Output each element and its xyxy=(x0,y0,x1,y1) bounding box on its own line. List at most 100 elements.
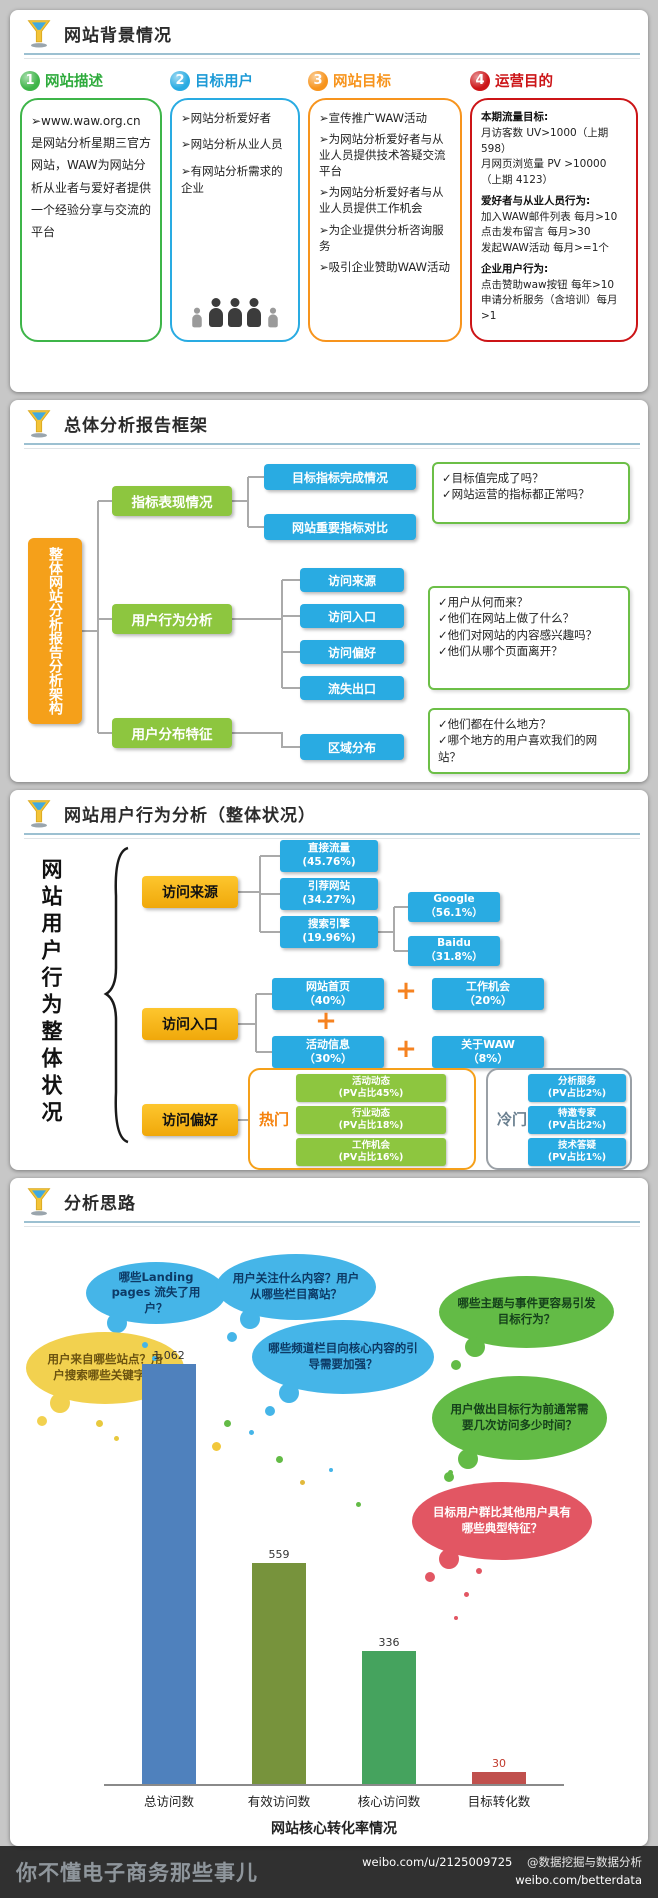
section-title: 分析思路 xyxy=(64,1193,136,1214)
pill-name: 行业动态 xyxy=(351,1108,390,1120)
watermark-footer: 你不懂电子商务那些事儿 weibo.com/u/2125009725 @数据挖掘… xyxy=(0,1846,658,1898)
bullet-item: ➢有网站分析需求的企业 xyxy=(181,163,283,195)
engine-name: Google xyxy=(433,893,475,906)
bar-total-visits xyxy=(142,1364,196,1784)
node-exit-pages: 流失出口 xyxy=(300,676,404,700)
entry-homepage: 网站首页 （40%） xyxy=(272,978,384,1010)
entry-name: 活动信息 xyxy=(306,1037,350,1051)
group-entry-pages: 访问入口 xyxy=(142,1008,238,1040)
bubble-channel-guidance: 哪些频道栏目向核心内容的引导需要加强？ xyxy=(252,1320,434,1416)
column-title: 网站目标 xyxy=(333,74,391,90)
brace xyxy=(103,846,129,1144)
source-search: 搜索引擎 (19.96%) xyxy=(280,916,378,948)
cold-item-qa: 技术答疑 (PV占比1%) xyxy=(528,1138,626,1166)
hot-item-events: 活动动态 (PV占比45%) xyxy=(296,1074,446,1102)
description-text: ➢www.waw.org.cn是网站分析星期三官方网站，WAW为网站分析从业者与… xyxy=(31,114,152,239)
pill-pct: (PV占比2%) xyxy=(547,1088,607,1099)
bubble-target-user-traits: 目标用户群比其他用户具有哪些典型特征？ xyxy=(412,1482,592,1582)
bullet-item: ➢网站分析从业人员 xyxy=(181,137,283,152)
column-box: 本期流量目标: 月访客数 UV>1000（上期 598） 月网页浏览量 PV >… xyxy=(470,98,638,342)
bubble-content-exit: 用户关注什么内容？用户从哪些栏目离站？ xyxy=(216,1254,376,1342)
bar-group: 30 xyxy=(459,1757,539,1784)
section-title: 网站用户行为分析（整体状况） xyxy=(64,805,316,826)
question-line: ✓他们在网站上做了什么？ xyxy=(438,611,575,626)
column-box: ➢www.waw.org.cn是网站分析星期三官方网站，WAW为网站分析从业者与… xyxy=(20,98,162,342)
pill-name: 分析服务 xyxy=(557,1076,596,1088)
conversion-chart: 1,062 559 336 30 xyxy=(104,1349,564,1838)
behavior-side-label: 网站用户行为整体状况 xyxy=(39,858,63,1128)
question-note: ✓用户从何而来？ ✓他们在网站上做了什么？ ✓他们对网站的内容感兴趣吗？ ✓他们… xyxy=(428,586,630,690)
kpi-group-label: 爱好者与从业人员行为: xyxy=(481,194,591,207)
engine-name: Baidu xyxy=(437,937,471,950)
entry-name: 工作机会 xyxy=(466,979,510,993)
pill-name: 活动动态 xyxy=(351,1076,390,1088)
node-entry-pages: 访问入口 xyxy=(300,604,404,628)
entry-pct: （40%） xyxy=(303,994,353,1007)
funnel-icon xyxy=(27,1188,51,1216)
column-box: ➢宣传推广WAW活动 ➢为网站分析爱好者与从业人员提供技术答疑交流平台 ➢为网站… xyxy=(308,98,462,342)
ideas-diagram: 哪些Landing pages 流失了用户？ 用户关注什么内容？用户从哪些栏目离… xyxy=(24,1224,634,1846)
dot xyxy=(476,1568,482,1574)
cold-item-experts: 特邀专家 (PV占比2%) xyxy=(528,1106,626,1134)
section-title: 网站背景情况 xyxy=(64,25,172,46)
dot xyxy=(224,1420,231,1427)
kpi-line: 点击发布留言 每月>30 xyxy=(481,226,591,239)
kpi-group-label: 企业用户行为: xyxy=(481,262,549,275)
person-icon xyxy=(268,307,279,327)
node-goal-completion: 目标指标完成情况 xyxy=(264,464,416,490)
question-line: ✓他们对网站的内容感兴趣吗？ xyxy=(438,627,598,642)
weibo-url: weibo.com/u/2125009725 xyxy=(362,1855,513,1870)
engine-google: Google （56.1%） xyxy=(408,892,500,922)
question-line: ✓他们从哪个页面离开？ xyxy=(438,643,563,658)
dot xyxy=(464,1592,469,1597)
number-badge: 3 xyxy=(308,70,328,91)
weibo-url2: weibo.com/betterdata xyxy=(515,1873,642,1887)
pill-name: 技术答疑 xyxy=(557,1140,596,1152)
bar-value-label: 559 xyxy=(268,1548,290,1561)
dot xyxy=(329,1468,333,1472)
pill-name: 工作机会 xyxy=(351,1140,390,1152)
category-label: 总访问数 xyxy=(143,1794,194,1809)
dot xyxy=(249,1430,254,1435)
group-visit-preference: 访问偏好 xyxy=(142,1104,238,1136)
bar-group: 1,062 xyxy=(129,1349,209,1784)
bullet-item: ➢为网站分析爱好者与从业人员提供技术答疑交流平台 xyxy=(319,132,446,179)
bar-value-label: 30 xyxy=(492,1757,506,1770)
branch-metrics: 指标表现情况 xyxy=(112,486,232,516)
dot xyxy=(454,1616,458,1620)
plus-sign: + xyxy=(395,1034,417,1064)
dot xyxy=(276,1456,283,1463)
question-note: ✓目标值完成了吗？ ✓网站运营的指标都正常吗？ xyxy=(432,462,630,524)
watermark-links: weibo.com/u/2125009725 @数据挖掘与数据分析 weibo.… xyxy=(362,1854,642,1890)
person-icon xyxy=(192,307,203,327)
question-line: ✓目标值完成了吗？ xyxy=(442,471,544,485)
column-title: 网站描述 xyxy=(45,74,103,90)
source-pct: (19.96%) xyxy=(302,932,356,944)
category-label: 核心访问数 xyxy=(357,1794,421,1809)
watermark-line1: weibo.com/u/2125009725 @数据挖掘与数据分析 xyxy=(362,1854,642,1872)
entry-jobs: 工作机会 （20%） xyxy=(432,978,544,1010)
kpi-group: 爱好者与从业人员行为: 加入WAW邮件列表 每月>10 点击发布留言 每月>30… xyxy=(481,194,627,257)
hot-label: 热门 xyxy=(259,1110,290,1129)
category-label: 目标转化数 xyxy=(467,1794,531,1809)
funnel-icon xyxy=(27,800,51,828)
card-website-background: 网站背景情况 1 网站描述 ➢www.waw.org.cn是网站分析星期三官方网… xyxy=(10,10,648,392)
person-icon xyxy=(227,298,243,328)
dot xyxy=(300,1480,305,1485)
source-name: 引荐网站 xyxy=(308,880,350,893)
dot xyxy=(212,1442,221,1451)
section-header: 网站用户行为分析（整体状况） xyxy=(10,790,648,844)
column-head: 1 网站描述 xyxy=(20,70,162,91)
node-visit-preference: 访问偏好 xyxy=(300,640,404,664)
bar-core-visits xyxy=(362,1651,416,1784)
chart-axis-title: 网站核心转化率情况 xyxy=(271,1821,397,1837)
bar-group: 559 xyxy=(239,1548,319,1784)
entry-events: 活动信息 （30%） xyxy=(272,1036,384,1068)
chart-plot: 1,062 559 336 30 xyxy=(104,1349,564,1786)
source-pct: (34.27%) xyxy=(302,894,356,906)
entry-pct: （8%） xyxy=(467,1052,509,1065)
entry-pct: （20%） xyxy=(463,994,513,1007)
category-label: 有效访问数 xyxy=(247,1794,311,1809)
question-line: ✓他们都在什么地方？ xyxy=(438,717,552,731)
pill-name: 特邀专家 xyxy=(557,1108,596,1120)
